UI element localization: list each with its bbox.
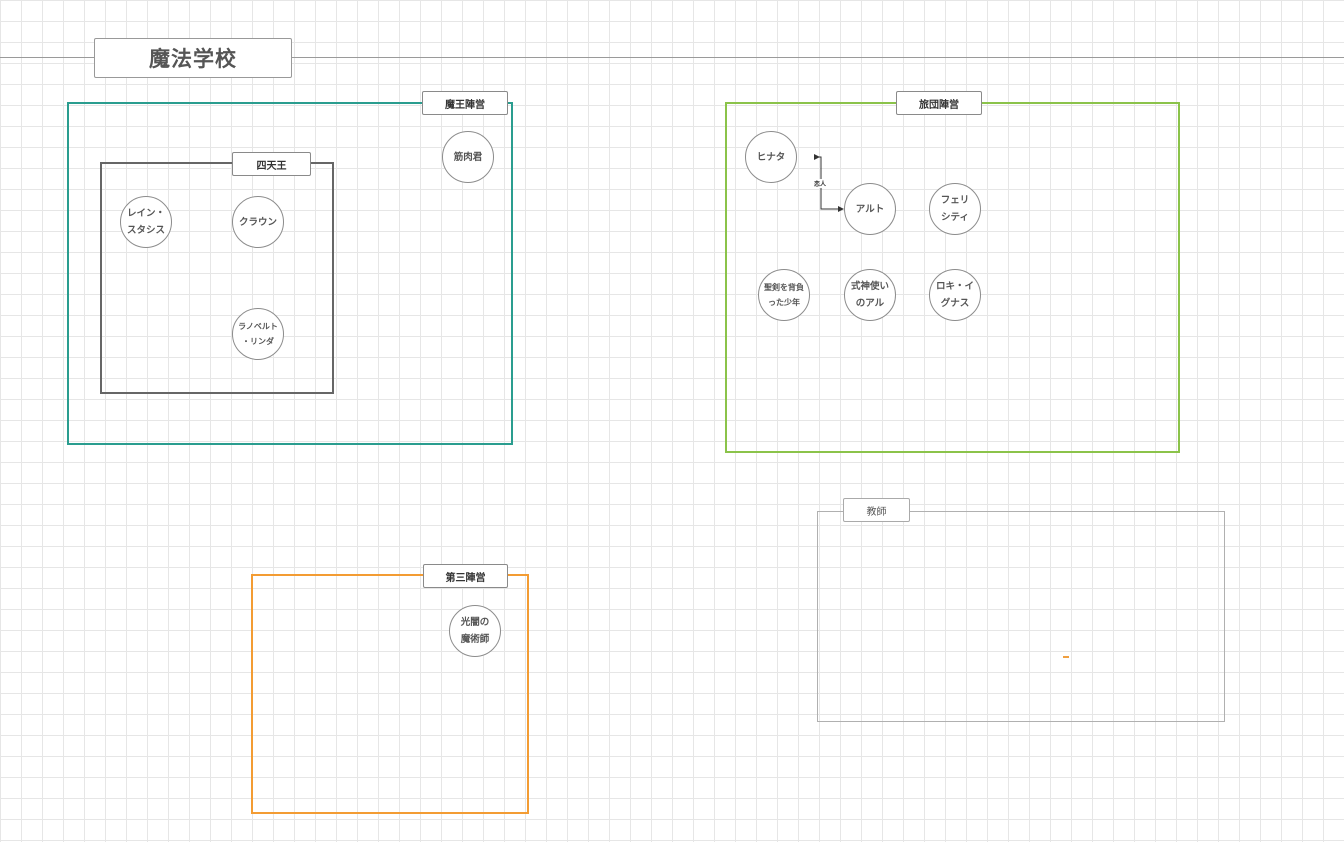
stray-mark: [1063, 656, 1069, 658]
node-shikigami-aru[interactable]: 式神使い のアル: [844, 269, 896, 321]
frame-daisan[interactable]: [251, 574, 529, 814]
frame-label-daisan[interactable]: 第三陣営: [423, 564, 508, 588]
frame-label-shitenno[interactable]: 四天王: [232, 152, 311, 176]
node-ranobelt-linda[interactable]: ラノベルト ・リンダ: [232, 308, 284, 360]
frame-label-kyoshi[interactable]: 教師: [843, 498, 910, 522]
frame-kyoshi[interactable]: [817, 511, 1225, 722]
board-title[interactable]: 魔法学校: [94, 38, 292, 78]
node-kinnikukun[interactable]: 筋肉君: [442, 131, 494, 183]
node-ferisiti[interactable]: フェリ シティ: [929, 183, 981, 235]
header-divider-line: [0, 57, 1344, 58]
node-rein-stasis[interactable]: レイン・ スタシス: [120, 196, 172, 248]
node-seiken-shonen[interactable]: 聖剣を背負 った少年: [758, 269, 810, 321]
node-koyami-majutsushi[interactable]: 光闇の 魔術師: [449, 605, 501, 657]
node-crown[interactable]: クラウン: [232, 196, 284, 248]
node-hinata[interactable]: ヒナタ: [745, 131, 797, 183]
frame-maou[interactable]: [67, 102, 513, 445]
node-roki-ignas[interactable]: ロキ・イ グナス: [929, 269, 981, 321]
frame-label-maou[interactable]: 魔王陣営: [422, 91, 508, 115]
node-aruto[interactable]: アルト: [844, 183, 896, 235]
edge-label-hinata-aruto[interactable]: 恋人: [814, 179, 827, 188]
frame-label-ryodan[interactable]: 旅団陣営: [896, 91, 982, 115]
frame-shitenno[interactable]: [100, 162, 334, 394]
